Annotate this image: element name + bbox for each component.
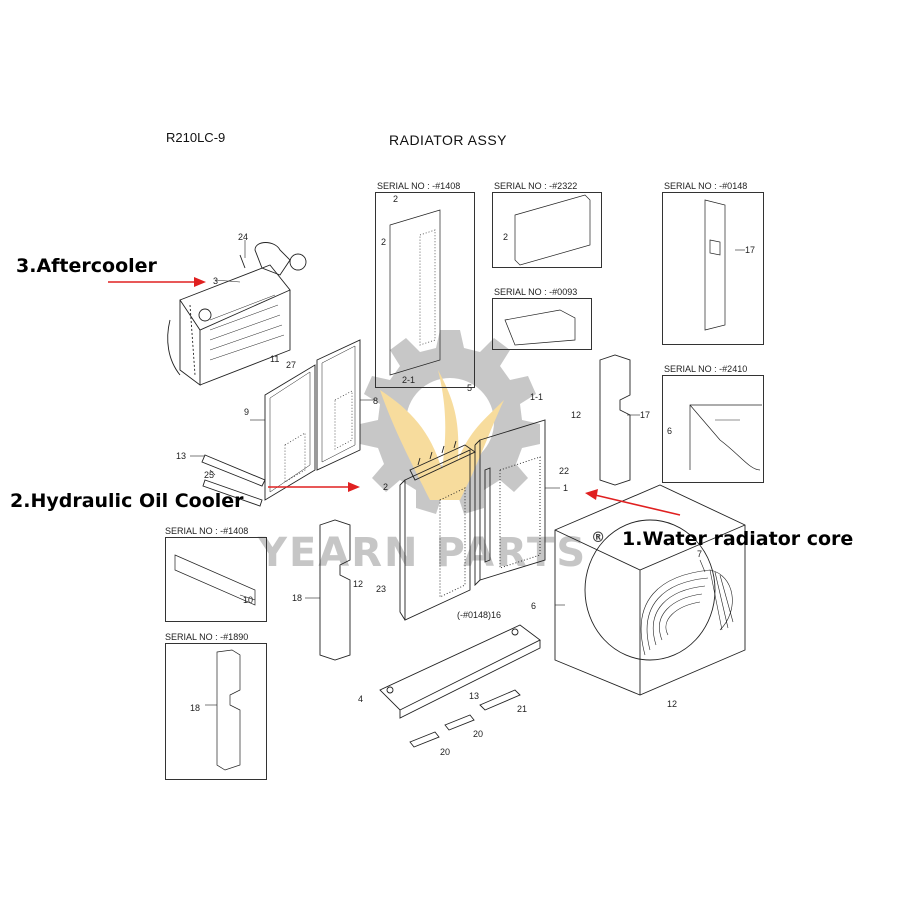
serial-label: SERIAL NO : -#2322 <box>494 181 578 191</box>
inset-box-2410 <box>662 375 764 483</box>
serial-label: SERIAL NO : -#2410 <box>664 364 748 374</box>
part-label: 9 <box>244 407 249 417</box>
part-label: 3 <box>213 276 218 286</box>
model-label: R210LC-9 <box>166 130 226 145</box>
part-label: 24 <box>238 232 248 242</box>
inset-box-1408-seal <box>165 537 267 622</box>
bracket-25 <box>201 454 266 507</box>
aftercooler-part <box>167 242 307 386</box>
pillar-17 <box>599 354 631 486</box>
part-label: 5 <box>467 383 472 393</box>
plate-20a <box>444 714 475 731</box>
inset-box-1890 <box>165 643 267 780</box>
part-label: 21 <box>517 704 527 714</box>
inset-radiator-drawing <box>389 209 441 376</box>
inset-2410-drawing <box>689 404 762 471</box>
part-label: 23 <box>376 584 386 594</box>
inset-0093-drawing <box>504 309 576 346</box>
part-label: 18 <box>190 703 200 713</box>
leader-lines <box>190 240 745 706</box>
part-label: 18 <box>292 593 302 603</box>
callout-hydraulic-oil-cooler: 2.Hydraulic Oil Cooler <box>10 490 244 512</box>
inset-box-2322 <box>492 192 602 268</box>
inset-2322-drawing <box>514 194 591 266</box>
water-radiator-core-part <box>474 419 546 587</box>
base-plate-part <box>379 624 541 719</box>
page-title: RADIATOR ASSY <box>389 132 508 148</box>
part-label: 27 <box>286 360 296 370</box>
part-label: 12 <box>571 410 581 420</box>
serial-label: SERIAL NO : -#1890 <box>165 632 249 642</box>
serial-label: SERIAL NO : -#0093 <box>494 287 578 297</box>
part-label: 13 <box>469 691 479 701</box>
part-label: 12 <box>353 579 363 589</box>
part-label: 2 <box>393 194 398 204</box>
part-label: 20 <box>440 747 450 757</box>
inset-box-radiator-1408 <box>375 192 475 388</box>
part-label: 7 <box>697 549 702 559</box>
serial-label: SERIAL NO : -#0148 <box>664 181 748 191</box>
part-label: 22 <box>559 466 569 476</box>
part-label: 1 <box>563 483 568 493</box>
inset-1408-seal-drawing <box>174 554 256 606</box>
part-label: 2 <box>503 232 508 242</box>
plate-21 <box>479 689 521 711</box>
part-label: 2-1 <box>402 375 415 385</box>
panel-8 <box>316 339 361 471</box>
part-label: 11 <box>270 354 279 364</box>
serial-label: SERIAL NO : -#1408 <box>377 181 461 191</box>
part-label: 12 <box>667 699 677 709</box>
part-label: 2 <box>383 482 388 492</box>
fan-shroud-part <box>554 484 746 696</box>
part-label: (-#0148)16 <box>457 610 501 620</box>
part-label: 6 <box>531 601 536 611</box>
pillar-18 <box>319 519 351 661</box>
part-label: 17 <box>745 245 755 255</box>
serial-label: SERIAL NO : -#1408 <box>165 526 249 536</box>
part-label: 8 <box>373 396 378 406</box>
part-label: 1-1 <box>530 392 543 402</box>
inset-box-0148 <box>662 192 764 345</box>
flame-icon <box>380 370 504 500</box>
part-label: 17 <box>640 410 650 420</box>
callout-arrows <box>108 277 681 516</box>
plate-20b <box>409 731 440 748</box>
panel-9 <box>264 364 316 501</box>
callout-aftercooler: 3.Aftercooler <box>16 255 157 277</box>
watermark-text: YEARN PARTS® <box>258 530 608 576</box>
part-label: 25 <box>204 470 214 480</box>
inset-1890-drawing <box>216 649 241 771</box>
inset-0148-drawing <box>704 199 726 331</box>
part-label: 6 <box>667 426 672 436</box>
part-label: 4 <box>358 694 363 704</box>
part-label: 2 <box>381 237 386 247</box>
part-label: 10 <box>243 595 253 605</box>
part-label: 13 <box>176 451 186 461</box>
part-label: 20 <box>473 729 483 739</box>
inset-box-0093 <box>492 298 592 350</box>
callout-water-radiator-core: 1.Water radiator core <box>622 528 854 550</box>
